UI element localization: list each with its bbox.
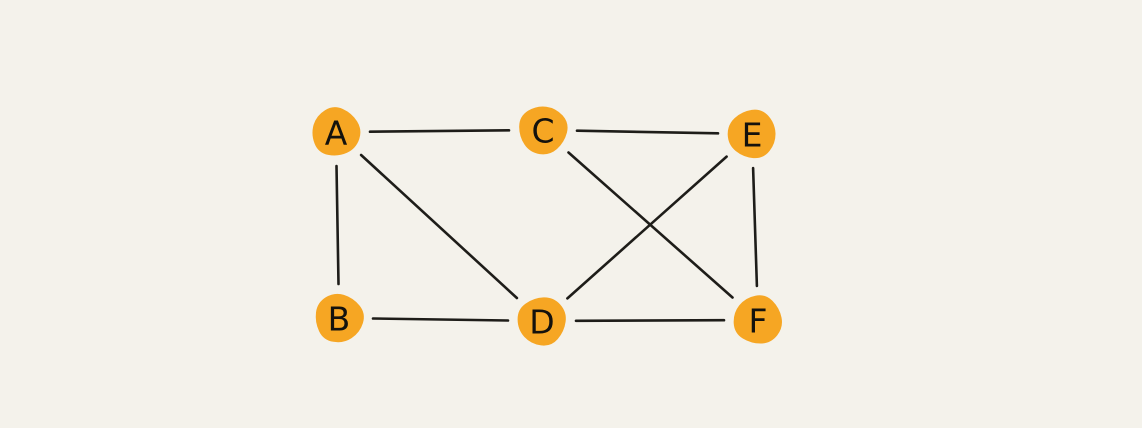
graph-node-A: A bbox=[312, 107, 361, 156]
edge-A-D bbox=[359, 153, 519, 300]
edge-A-C bbox=[368, 129, 511, 133]
graph-node-D: D bbox=[517, 297, 566, 346]
edge-E-F bbox=[751, 166, 759, 288]
node-circle-E bbox=[727, 109, 776, 159]
edges-layer bbox=[335, 129, 759, 323]
node-circle-B bbox=[315, 293, 364, 343]
node-circle-D bbox=[517, 297, 566, 346]
nodes-layer: A B C D E F bbox=[312, 106, 782, 346]
edge-A-B bbox=[335, 164, 340, 286]
graph-node-F: F bbox=[733, 295, 782, 344]
node-circle-A bbox=[312, 107, 361, 156]
node-circle-F bbox=[733, 295, 782, 344]
graph-node-B: B bbox=[315, 293, 364, 343]
edge-D-E bbox=[566, 155, 728, 300]
graph-node-C: C bbox=[519, 106, 568, 155]
edge-B-D bbox=[371, 317, 510, 322]
edge-C-E bbox=[575, 129, 720, 135]
edge-D-F bbox=[574, 318, 726, 323]
node-circle-C bbox=[519, 106, 568, 155]
graph-node-E: E bbox=[727, 109, 776, 159]
